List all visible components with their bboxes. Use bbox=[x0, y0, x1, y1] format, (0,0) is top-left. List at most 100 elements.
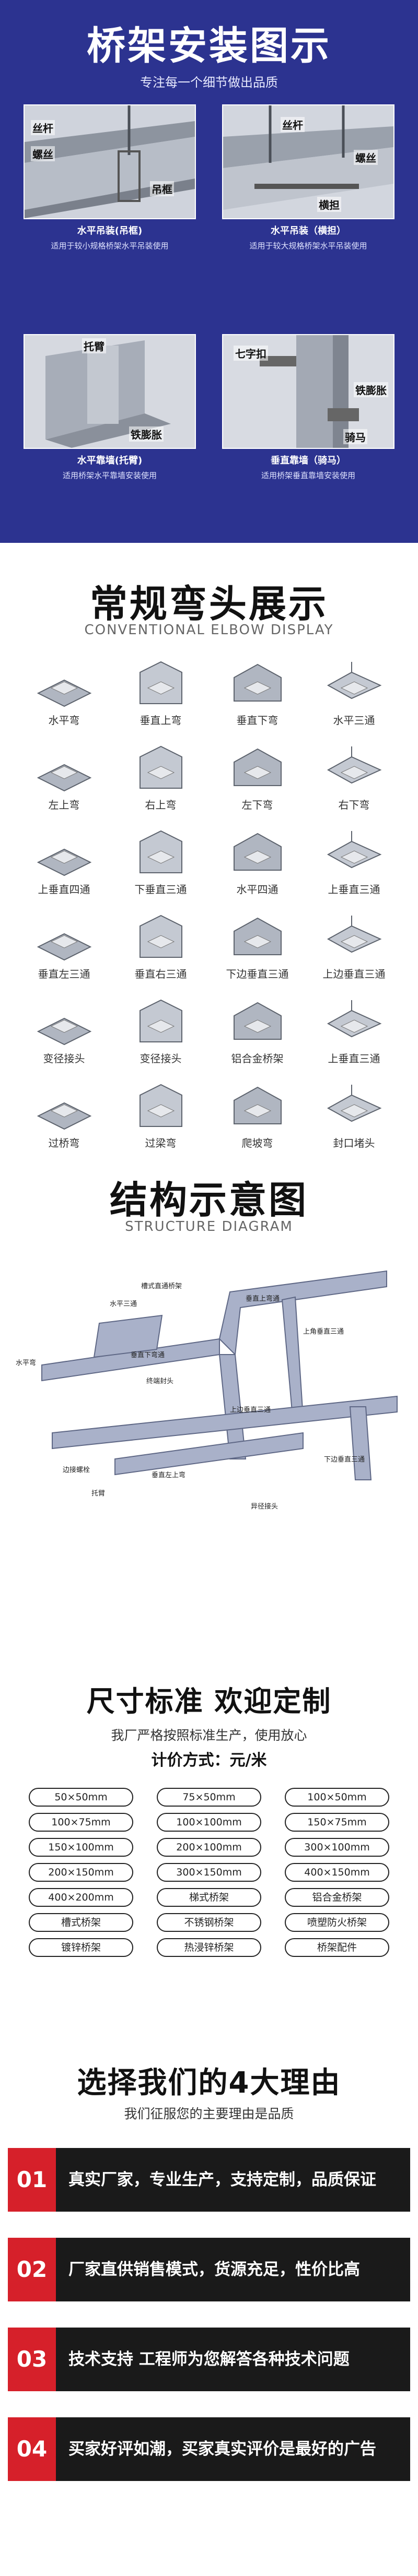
elbow-label: 过桥弯 bbox=[48, 1137, 80, 1149]
elbow-item: 上垂直三通 bbox=[306, 991, 402, 1070]
sizes-title: 尺寸标准 欢迎定制 bbox=[86, 1685, 332, 1718]
install-label-2b: 横担 bbox=[317, 197, 341, 212]
elbow-item: 铝合金桥架 bbox=[209, 991, 306, 1070]
elbow-fitting-icon bbox=[233, 1086, 282, 1124]
size-pill: 75×50mm bbox=[157, 1788, 261, 1807]
reason-text: 真实厂家，专业生产，支持定制，品质保证 bbox=[68, 2170, 376, 2189]
elbow-label: 右上弯 bbox=[145, 799, 177, 811]
elbow-item: 垂直下弯 bbox=[209, 652, 306, 732]
elbow-label: 上垂直三通 bbox=[328, 1052, 380, 1065]
elbow-item: 左下弯 bbox=[209, 737, 306, 816]
install-photo-2: 丝杆 横担 螺丝 bbox=[222, 104, 394, 219]
install-label-3b: 铁膨胀 bbox=[129, 426, 164, 442]
struct-label-7: 终端封头 bbox=[146, 1378, 174, 1385]
elbow-label: 下边垂直三通 bbox=[226, 968, 289, 980]
elbow-fitting-icon bbox=[327, 1000, 381, 1038]
elbow-label: 铝合金桥架 bbox=[231, 1052, 284, 1065]
size-pill: 喷塑防火桥架 bbox=[285, 1913, 389, 1932]
elbow-item: 过桥弯 bbox=[16, 1075, 112, 1155]
install-card-2: 丝杆 横担 螺丝 水平吊装（横担） 适用于较大规格桥架水平吊装使用 bbox=[222, 104, 394, 261]
struct-label-1: 槽式直通桥架 bbox=[141, 1283, 182, 1290]
elbow-label: 上垂直三通 bbox=[328, 883, 380, 896]
elbow-fitting-icon bbox=[327, 916, 381, 953]
elbow-fitting-icon bbox=[37, 1102, 91, 1130]
elbow-label: 水平三通 bbox=[333, 714, 375, 727]
elbow-label: 上边垂直三通 bbox=[322, 968, 386, 980]
size-pill: 150×75mm bbox=[285, 1813, 389, 1832]
size-pill: 200×150mm bbox=[29, 1863, 133, 1882]
size-pill: 300×150mm bbox=[157, 1863, 261, 1882]
elbow-item: 水平四通 bbox=[209, 822, 306, 901]
size-pill: 300×100mm bbox=[285, 1838, 389, 1857]
reasons-section: 选择我们的4大理由 我们征服您的主要理由是品质 01 真实厂家，专业生产，支持定… bbox=[0, 2054, 418, 2576]
size-pill: 梯式桥架 bbox=[157, 1888, 261, 1907]
struct-label-9: 边接螺栓 bbox=[63, 1466, 90, 1474]
elbow-fitting-icon bbox=[139, 999, 182, 1042]
reason-item-3: 03 技术支持 工程师为您解答各种技术问题 bbox=[8, 2328, 410, 2391]
install-card-1: 丝杆 螺丝 吊框 水平吊装(吊框) 适用于较小规格桥架水平吊装使用 bbox=[24, 104, 196, 261]
elbow-fitting-icon bbox=[37, 1017, 91, 1046]
elbow-fitting-icon bbox=[327, 662, 381, 699]
size-pill: 桥架配件 bbox=[285, 1938, 389, 1957]
install-label-4a: 七字扣 bbox=[234, 346, 268, 361]
reasons-desc: 我们征服您的主要理由是品质 bbox=[124, 2106, 294, 2121]
size-pill: 200×100mm bbox=[157, 1838, 261, 1857]
reason-text: 买家好评如潮，买家真实评价是最好的广告 bbox=[68, 2440, 376, 2459]
elbow-item: 上垂直四通 bbox=[16, 822, 112, 901]
elbow-label: 垂直上弯 bbox=[140, 714, 182, 727]
install-photo-1: 丝杆 螺丝 吊框 bbox=[24, 104, 196, 219]
elbow-item: 水平三通 bbox=[306, 652, 402, 732]
elbow-fitting-icon bbox=[139, 661, 182, 704]
elbow-item: 左上弯 bbox=[16, 737, 112, 816]
reasons-title: 选择我们的4大理由 bbox=[77, 2066, 341, 2100]
elbow-item: 变径接头 bbox=[16, 991, 112, 1070]
reason-number: 03 bbox=[8, 2328, 56, 2391]
structure-subtitle: STRUCTURE DIAGRAM bbox=[125, 1219, 293, 1234]
elbow-item: 过梁弯 bbox=[112, 1075, 209, 1155]
elbow-label: 变径接头 bbox=[43, 1052, 85, 1065]
install-label-4b: 铁膨胀 bbox=[354, 382, 388, 397]
elbow-label: 下垂直三通 bbox=[134, 883, 187, 896]
elbow-fitting-icon bbox=[139, 745, 182, 789]
struct-label-10: 垂直左上弯 bbox=[152, 1471, 186, 1479]
size-pill: 铝合金桥架 bbox=[285, 1888, 389, 1907]
installation-section: 桥架安装图示 专注每一个细节做出品质 丝杆 螺丝 吊框 水平吊装(吊框) 适用于… bbox=[0, 0, 418, 543]
struct-label-11: 托臂 bbox=[91, 1490, 106, 1498]
elbow-label: 左上弯 bbox=[48, 799, 80, 811]
reason-text: 技术支持 工程师为您解答各种技术问题 bbox=[68, 2350, 350, 2369]
install-subtitle: 专注每一个细节做出品质 bbox=[140, 75, 278, 90]
elbow-fitting-icon bbox=[139, 915, 182, 958]
struct-label-8: 上边垂直三通 bbox=[230, 1406, 271, 1414]
elbow-section: 常规弯头展示 CONVENTIONAL ELBOW DISPLAY 水平弯垂直上… bbox=[0, 543, 418, 1156]
elbow-label: 上垂直四通 bbox=[38, 883, 90, 896]
size-pill: 热浸锌桥架 bbox=[157, 1938, 261, 1957]
elbow-fitting-icon bbox=[139, 1084, 182, 1127]
install-caption-2: 水平吊装（横担） bbox=[271, 225, 346, 236]
install-label-3a: 托臂 bbox=[82, 338, 106, 353]
elbow-fitting-icon bbox=[327, 746, 381, 784]
elbow-label: 垂直下弯 bbox=[236, 714, 278, 727]
sizes-price: 计价方式：元/米 bbox=[151, 1751, 267, 1770]
elbow-fitting-icon bbox=[327, 831, 381, 869]
install-desc-4: 适用桥架垂直靠墙安装使用 bbox=[261, 471, 355, 480]
elbow-fitting-icon bbox=[139, 830, 182, 873]
elbow-label: 变径接头 bbox=[140, 1052, 182, 1065]
install-label-2c: 螺丝 bbox=[354, 150, 378, 165]
elbow-item: 垂直右三通 bbox=[112, 906, 209, 986]
size-pill: 不锈钢桥架 bbox=[157, 1913, 261, 1932]
install-photo-4: 七字扣 铁膨胀 骑马 bbox=[222, 334, 394, 449]
struct-label-6: 水平弯 bbox=[16, 1359, 37, 1367]
size-pill: 50×50mm bbox=[29, 1788, 133, 1807]
sizes-desc: 我厂严格按照标准生产，使用放心 bbox=[111, 1728, 307, 1743]
elbow-subtitle: CONVENTIONAL ELBOW DISPLAY bbox=[84, 622, 334, 638]
elbow-item: 垂直左三通 bbox=[16, 906, 112, 986]
struct-label-4: 垂直下弯通 bbox=[131, 1351, 165, 1359]
structure-title: 结构示意图 bbox=[109, 1178, 308, 1222]
elbow-fitting-icon bbox=[233, 833, 282, 871]
elbow-label: 爬坡弯 bbox=[241, 1137, 273, 1149]
elbow-item: 爬坡弯 bbox=[209, 1075, 306, 1155]
install-caption-4: 垂直靠墙（骑马） bbox=[271, 455, 346, 466]
install-desc-2: 适用于较大规格桥架水平吊装使用 bbox=[249, 241, 367, 251]
elbow-fitting-icon bbox=[37, 679, 91, 707]
sizes-section: 尺寸标准 欢迎定制 我厂严格按照标准生产，使用放心 计价方式：元/米 50×50… bbox=[0, 1678, 418, 2054]
